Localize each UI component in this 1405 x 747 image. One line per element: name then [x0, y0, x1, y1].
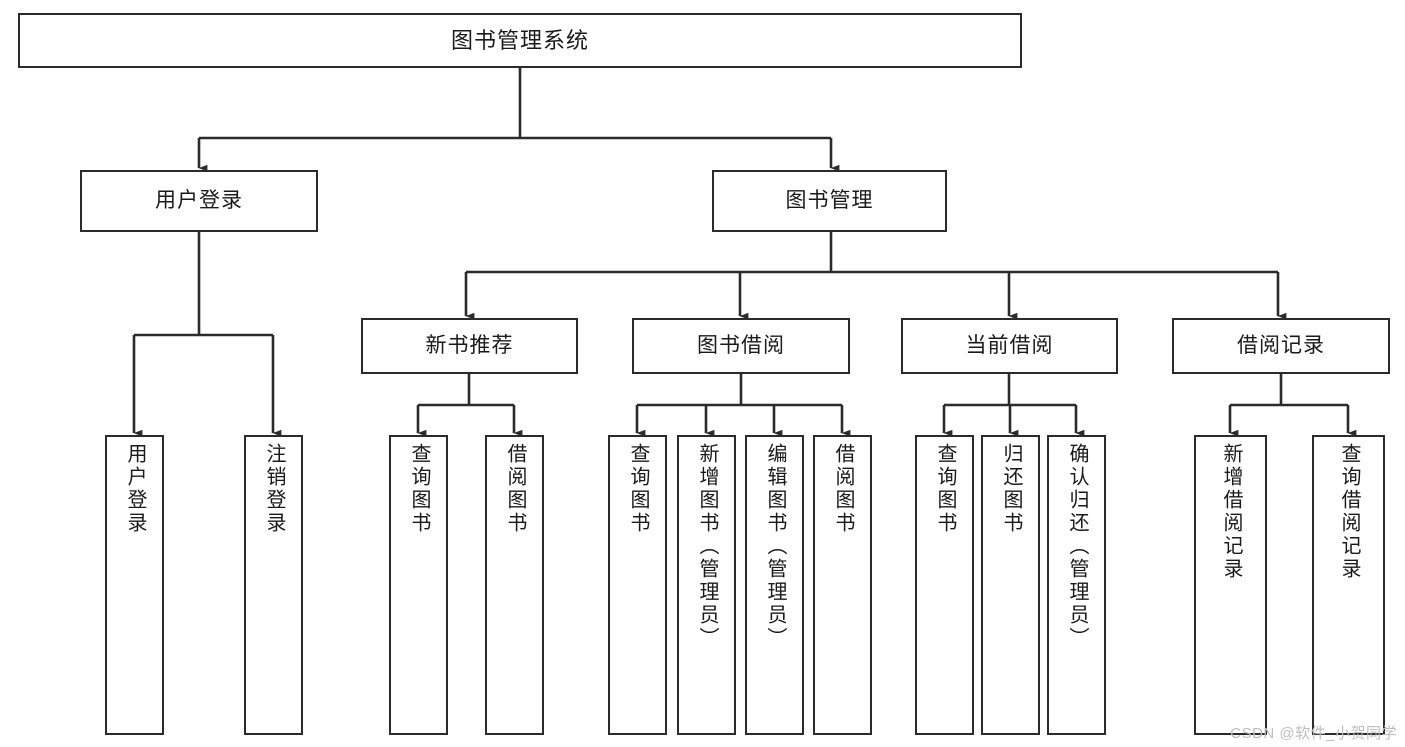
node-borrow-records[interactable]: 借阅记录 — [1172, 318, 1390, 374]
node-label: 查询图书 — [408, 443, 430, 535]
node-label: 新增图书（管理员） — [696, 443, 718, 650]
node-label: 注销登录 — [263, 443, 285, 535]
node-label: 当前借阅 — [965, 333, 1054, 357]
node-label: 借阅记录 — [1237, 333, 1325, 357]
node-current-borrow[interactable]: 当前借阅 — [901, 318, 1118, 374]
node-label: 借阅图书 — [832, 443, 854, 535]
node-label: 查询图书 — [627, 443, 649, 535]
node-new-book-recommend[interactable]: 新书推荐 — [361, 318, 578, 374]
node-label: 查询借阅记录 — [1338, 443, 1360, 581]
node-leaf-return-book[interactable]: 归还图书 — [981, 435, 1040, 735]
node-leaf-user-login[interactable]: 用户登录 — [105, 435, 164, 735]
node-label: 借阅图书 — [504, 443, 526, 535]
node-leaf-add-book-admin[interactable]: 新增图书（管理员） — [677, 435, 736, 735]
node-leaf-query-book-recommend[interactable]: 查询图书 — [389, 435, 448, 735]
node-leaf-logout[interactable]: 注销登录 — [244, 435, 303, 735]
node-label: 图书借阅 — [697, 333, 785, 357]
node-label: 编辑图书（管理员） — [764, 443, 786, 650]
node-label: 新书推荐 — [425, 333, 514, 357]
node-label: 图书管理 — [785, 188, 874, 212]
node-leaf-query-book-current[interactable]: 查询图书 — [915, 435, 974, 735]
node-label: 确认归还（管理员） — [1066, 443, 1088, 650]
node-user-login[interactable]: 用户登录 — [80, 170, 318, 232]
node-label: 用户登录 — [124, 443, 146, 535]
node-root-library-system[interactable]: 图书管理系统 — [18, 13, 1022, 68]
node-leaf-query-borrow-record[interactable]: 查询借阅记录 — [1312, 435, 1385, 735]
node-label: 归还图书 — [1000, 443, 1022, 535]
node-leaf-add-borrow-record[interactable]: 新增借阅记录 — [1194, 435, 1267, 735]
node-label: 查询图书 — [934, 443, 956, 535]
csdn-watermark: CSDN @软件_小贺同学 — [1230, 725, 1397, 742]
node-leaf-query-book-borrow[interactable]: 查询图书 — [608, 435, 667, 735]
node-book-borrow[interactable]: 图书借阅 — [632, 318, 850, 374]
node-book-management[interactable]: 图书管理 — [712, 170, 947, 232]
node-leaf-borrow-book-recommend[interactable]: 借阅图书 — [485, 435, 544, 735]
node-label: 图书管理系统 — [450, 27, 589, 53]
node-leaf-confirm-return-admin[interactable]: 确认归还（管理员） — [1047, 435, 1106, 735]
node-label: 用户登录 — [155, 188, 243, 212]
node-label: 新增借阅记录 — [1220, 443, 1242, 581]
node-leaf-edit-book-admin[interactable]: 编辑图书（管理员） — [745, 435, 804, 735]
node-leaf-borrow-book[interactable]: 借阅图书 — [813, 435, 872, 735]
